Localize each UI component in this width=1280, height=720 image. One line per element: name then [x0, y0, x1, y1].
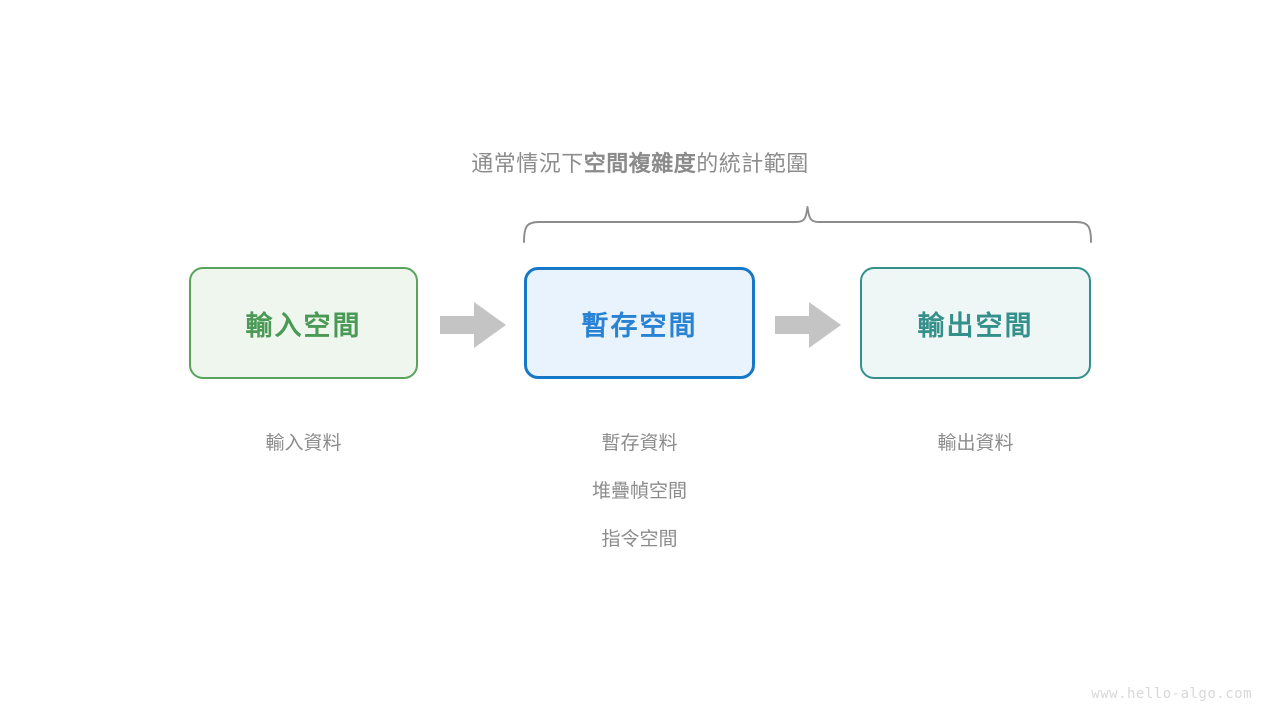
- caption-output-line-1: 輸出資料: [937, 433, 1014, 454]
- box-output-space[interactable]: 輸出空間: [860, 267, 1091, 379]
- right-arrow-icon: [775, 302, 841, 348]
- box-output-space-label: 輸出空間: [917, 310, 1034, 341]
- arrow-input-to-temp: [440, 301, 506, 349]
- watermark: www.hello-algo.com: [1091, 686, 1252, 702]
- box-input-space[interactable]: 輸入空間: [189, 267, 418, 379]
- caption-temp: 暫存資料 堆疊幀空間 指令空間: [524, 420, 755, 564]
- scope-title-prefix: 通常情況下: [471, 151, 584, 176]
- scope-title-suffix: 的統計範圍: [696, 151, 809, 176]
- caption-temp-line-2: 堆疊幀空間: [591, 481, 687, 502]
- caption-temp-line-3: 指令空間: [601, 529, 678, 550]
- scope-brace: [515, 196, 1100, 256]
- arrow-temp-to-output: [775, 301, 841, 349]
- scope-title-emphasis: 空間複雜度: [583, 151, 697, 176]
- box-input-space-label: 輸入空間: [245, 310, 362, 341]
- caption-output: 輸出資料: [860, 420, 1091, 468]
- box-temp-space[interactable]: 暫存空間: [524, 267, 755, 379]
- caption-input-line-1: 輸入資料: [265, 433, 342, 454]
- box-temp-space-label: 暫存空間: [581, 310, 698, 341]
- caption-temp-line-1: 暫存資料: [601, 433, 678, 454]
- right-arrow-icon: [440, 302, 506, 348]
- curly-brace-icon: [523, 206, 1092, 243]
- caption-input: 輸入資料: [189, 420, 418, 468]
- scope-title: 通常情況下空間複雜度的統計範圍: [0, 146, 1280, 178]
